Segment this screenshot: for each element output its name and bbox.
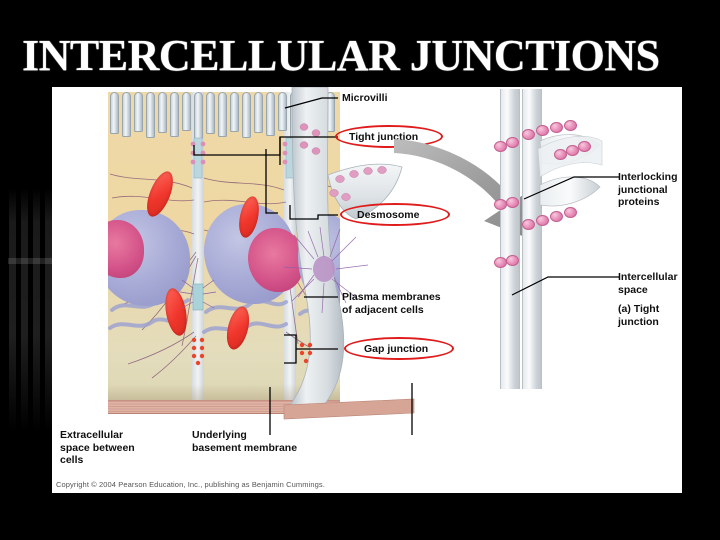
decorative-stripes bbox=[8, 188, 54, 432]
microvillus bbox=[122, 92, 131, 137]
label-intercellular-space: Intercellular space bbox=[618, 271, 678, 296]
microvillus bbox=[182, 92, 191, 131]
membrane-sheet bbox=[500, 89, 520, 389]
junctional-protein bbox=[506, 255, 519, 266]
basement-shadow bbox=[108, 384, 340, 400]
microvillus bbox=[170, 92, 179, 137]
label-basement-membrane: Underlying basement membrane bbox=[192, 429, 298, 454]
microvillus bbox=[254, 92, 263, 133]
annotation-ring-gap-junction bbox=[344, 337, 454, 360]
microvillus bbox=[218, 92, 227, 137]
tight-junction-inset bbox=[482, 89, 603, 389]
label-interlocking-proteins: Interlocking junctional proteins bbox=[618, 171, 678, 208]
junctional-protein bbox=[536, 125, 549, 136]
desmosome-structure bbox=[179, 279, 217, 311]
inset-caption: (a) Tight junction bbox=[618, 303, 660, 328]
stripe-bar bbox=[21, 188, 28, 432]
membrane-cutaway-flap bbox=[283, 87, 415, 420]
label-extracellular-space: Extracellular space between cells bbox=[60, 429, 135, 466]
label-leader-lines bbox=[193, 97, 413, 435]
annotation-ring-tight-junction bbox=[335, 125, 443, 148]
stripe-bar bbox=[33, 188, 40, 432]
slide-title: INTERCELLULAR JUNCTIONS bbox=[22, 31, 660, 80]
copyright-notice: Copyright © 2004 Pearson Education, Inc.… bbox=[56, 480, 325, 489]
gap-junction-structure bbox=[191, 337, 205, 366]
basement-membrane bbox=[108, 400, 340, 414]
annotation-ring-desmosome bbox=[340, 203, 450, 226]
microvillus bbox=[158, 92, 167, 133]
microvillus bbox=[134, 92, 143, 132]
microvillus bbox=[266, 92, 275, 136]
junctional-protein bbox=[564, 120, 577, 131]
junctional-protein bbox=[522, 219, 535, 230]
junctional-protein bbox=[550, 211, 563, 222]
junctional-protein bbox=[522, 129, 535, 140]
stripe-bar bbox=[45, 188, 52, 432]
label-microvilli: Microvilli bbox=[342, 92, 388, 104]
stripe-bar bbox=[9, 188, 16, 432]
junctional-protein bbox=[506, 197, 519, 208]
figure-panel: Microvilli Tight junction Desmosome Plas… bbox=[52, 87, 682, 493]
junctional-protein bbox=[494, 141, 507, 152]
cell-nucleus bbox=[248, 228, 304, 292]
junctional-protein bbox=[566, 145, 579, 156]
label-plasma-membranes: Plasma membranes of adjacent cells bbox=[342, 291, 441, 316]
microvillus bbox=[146, 92, 155, 138]
inset-leader-lines bbox=[511, 176, 620, 296]
stripe-accent bbox=[8, 258, 54, 264]
microvillus bbox=[110, 92, 119, 134]
cell-nucleus bbox=[108, 220, 144, 278]
junctional-protein bbox=[578, 141, 591, 152]
junctional-protein bbox=[564, 207, 577, 218]
microvillus bbox=[242, 92, 251, 138]
junctional-protein bbox=[506, 137, 519, 148]
junctional-protein bbox=[536, 215, 549, 226]
junctional-protein bbox=[550, 122, 563, 133]
microvillus bbox=[230, 92, 239, 132]
membrane-sheet bbox=[522, 89, 542, 389]
zoom-pointer-arrow bbox=[394, 139, 532, 239]
microvillus bbox=[278, 92, 287, 131]
junctional-protein bbox=[554, 149, 567, 160]
microvillus bbox=[206, 92, 215, 134]
